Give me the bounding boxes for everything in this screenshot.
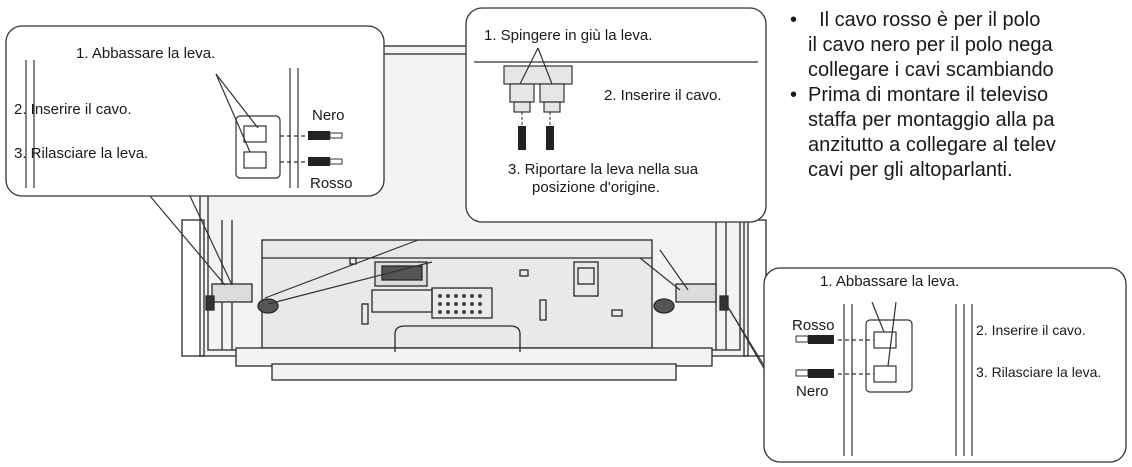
left-step2-label: 2. Inserire il cavo. (14, 101, 132, 118)
right-wire-top-label: Rosso (792, 317, 835, 334)
note-line: Il cavo rosso è per il polo (808, 9, 1041, 31)
note-line: cavi per gli altoparlanti. (808, 159, 1013, 181)
left-wire-bottom-label: Rosso (310, 175, 353, 192)
callout-left (5, 25, 385, 197)
note-line: anzitutto a collegare al telev (808, 134, 1056, 156)
left-step3-label: 3. Rilasciare la leva. (14, 145, 149, 162)
center-step3-line1: 3. Riportare la leva nella sua (508, 161, 699, 178)
callout-right (763, 267, 1127, 463)
note-line: Prima di montare il televiso (808, 84, 1049, 106)
left-wire-top-label: Nero (312, 107, 345, 124)
right-wire-bottom-label: Nero (796, 383, 829, 400)
notes-section: • Il cavo rosso è per il polo il cavo ne… (786, 8, 1132, 258)
note-line: collegare i cavi scambiando (808, 59, 1054, 81)
note-line: staffa per montaggio alla pa (808, 109, 1055, 131)
bullet-icon: • (790, 9, 798, 31)
note-item: • Il cavo rosso è per il polo il cavo ne… (786, 8, 1132, 83)
bullet-icon: • (790, 84, 798, 106)
note-item: • Prima di montare il televiso staffa pe… (786, 83, 1132, 183)
right-step2-label: 2. Inserire il cavo. (976, 322, 1086, 338)
callout-leader-lines (149, 195, 781, 397)
callout-center (465, 7, 767, 223)
right-step1-label: 1. Abbassare la leva. (820, 273, 960, 290)
note-line: il cavo nero per il polo nega (808, 34, 1053, 56)
center-step3-line2: posizione d'origine. (532, 179, 660, 196)
right-step3-label: 3. Rilasciare la leva. (976, 364, 1102, 380)
center-step1-label: 1. Spingere in giù la leva. (484, 27, 653, 44)
left-step1-label: 1. Abbassare la leva. (76, 45, 216, 62)
center-step2-label: 2. Inserire il cavo. (604, 87, 722, 104)
